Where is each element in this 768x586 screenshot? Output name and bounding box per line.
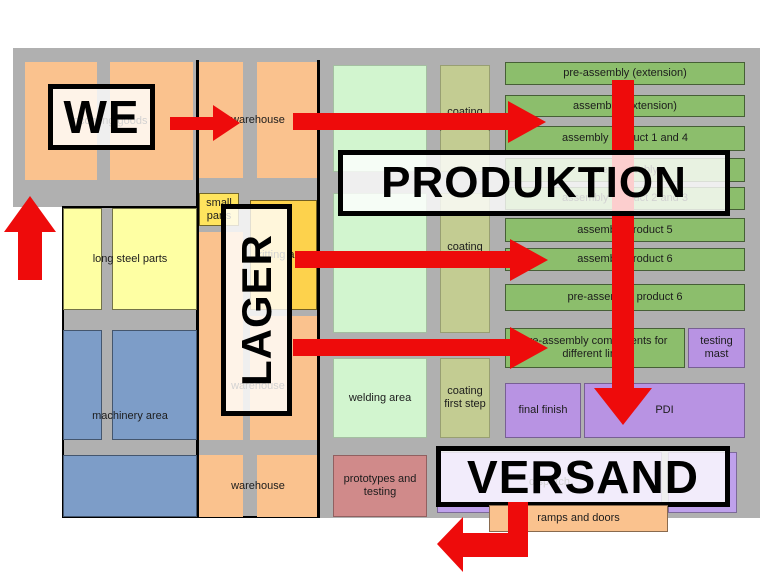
prototypes-testing-block: prototypes and testing [333, 455, 427, 517]
warehouse-bottom-block-2 [257, 455, 317, 517]
lager-label: LAGER [232, 234, 280, 386]
produktion-label: PRODUKTION [381, 158, 687, 207]
pre-assembly-components-block: pre-assembly components for different li… [505, 328, 685, 368]
warehouse-bottom-block-1 [199, 455, 243, 517]
lager-label-box: LAGER [221, 204, 292, 416]
assembly-bar: assembly product 6 [505, 248, 745, 271]
machinery-area-block-3 [63, 455, 197, 517]
long-steel-parts-block-2 [112, 208, 197, 310]
assembly-bar: assembly (extension) [505, 95, 745, 117]
assembly-bar: assembly product 5 [505, 218, 745, 242]
ramps-and-doors-block: ramps and doors [489, 505, 668, 532]
warehouse-top-block-2 [257, 62, 317, 178]
versand-label: VERSAND [467, 450, 699, 503]
versand-label-box: VERSAND [436, 446, 730, 507]
warehouse-top-block-1 [199, 62, 243, 178]
assembly-bar: pre-assembly (extension) [505, 62, 745, 85]
we-label-box: WE [48, 84, 155, 150]
pdi-block: PDI [584, 383, 745, 438]
we-label: WE [63, 91, 140, 143]
testing-mast-block: testing mast [688, 328, 745, 368]
produktion-label-box: PRODUKTION [338, 150, 730, 216]
inbound-up-arrow [4, 196, 56, 280]
assembly-bar: assembly product 1 and 4 [505, 126, 745, 151]
machinery-area-block-2 [112, 330, 197, 440]
lager-column-border [196, 60, 320, 518]
final-finish-block: final finish [505, 383, 581, 438]
long-steel-parts-block-1 [63, 208, 102, 310]
assembly-bar: pre-assembly product 6 [505, 284, 745, 311]
welding-area-block: welding area [333, 358, 427, 438]
coating-first-step-block: coating first step [440, 358, 490, 438]
machinery-area-block-1 [63, 330, 102, 440]
